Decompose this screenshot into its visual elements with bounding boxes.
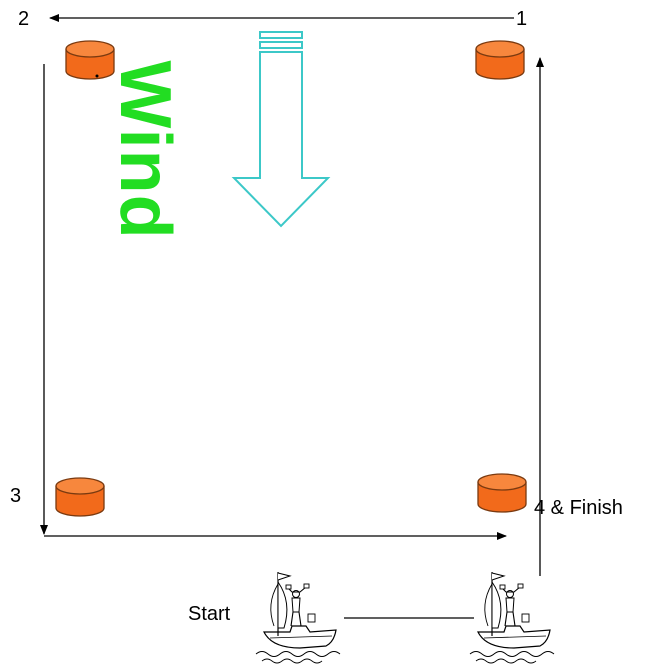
buoy-icon-mark-1: [475, 40, 525, 80]
start-boat-icon: [255, 571, 341, 664]
mark-3-label: 3: [10, 485, 22, 507]
wind-arrow-icon: [231, 31, 331, 228]
mark-1-label: 1: [516, 8, 528, 30]
buoy-dot: [95, 74, 99, 78]
finish-boat-icon: [469, 571, 555, 664]
buoy-icon-mark-3: [55, 477, 105, 517]
start-label: Start: [188, 603, 231, 625]
buoy-icon-mark-4: [477, 473, 527, 513]
mark-2-label: 2: [18, 8, 30, 30]
mark-4-finish-label: 4 & Finish: [534, 497, 623, 519]
